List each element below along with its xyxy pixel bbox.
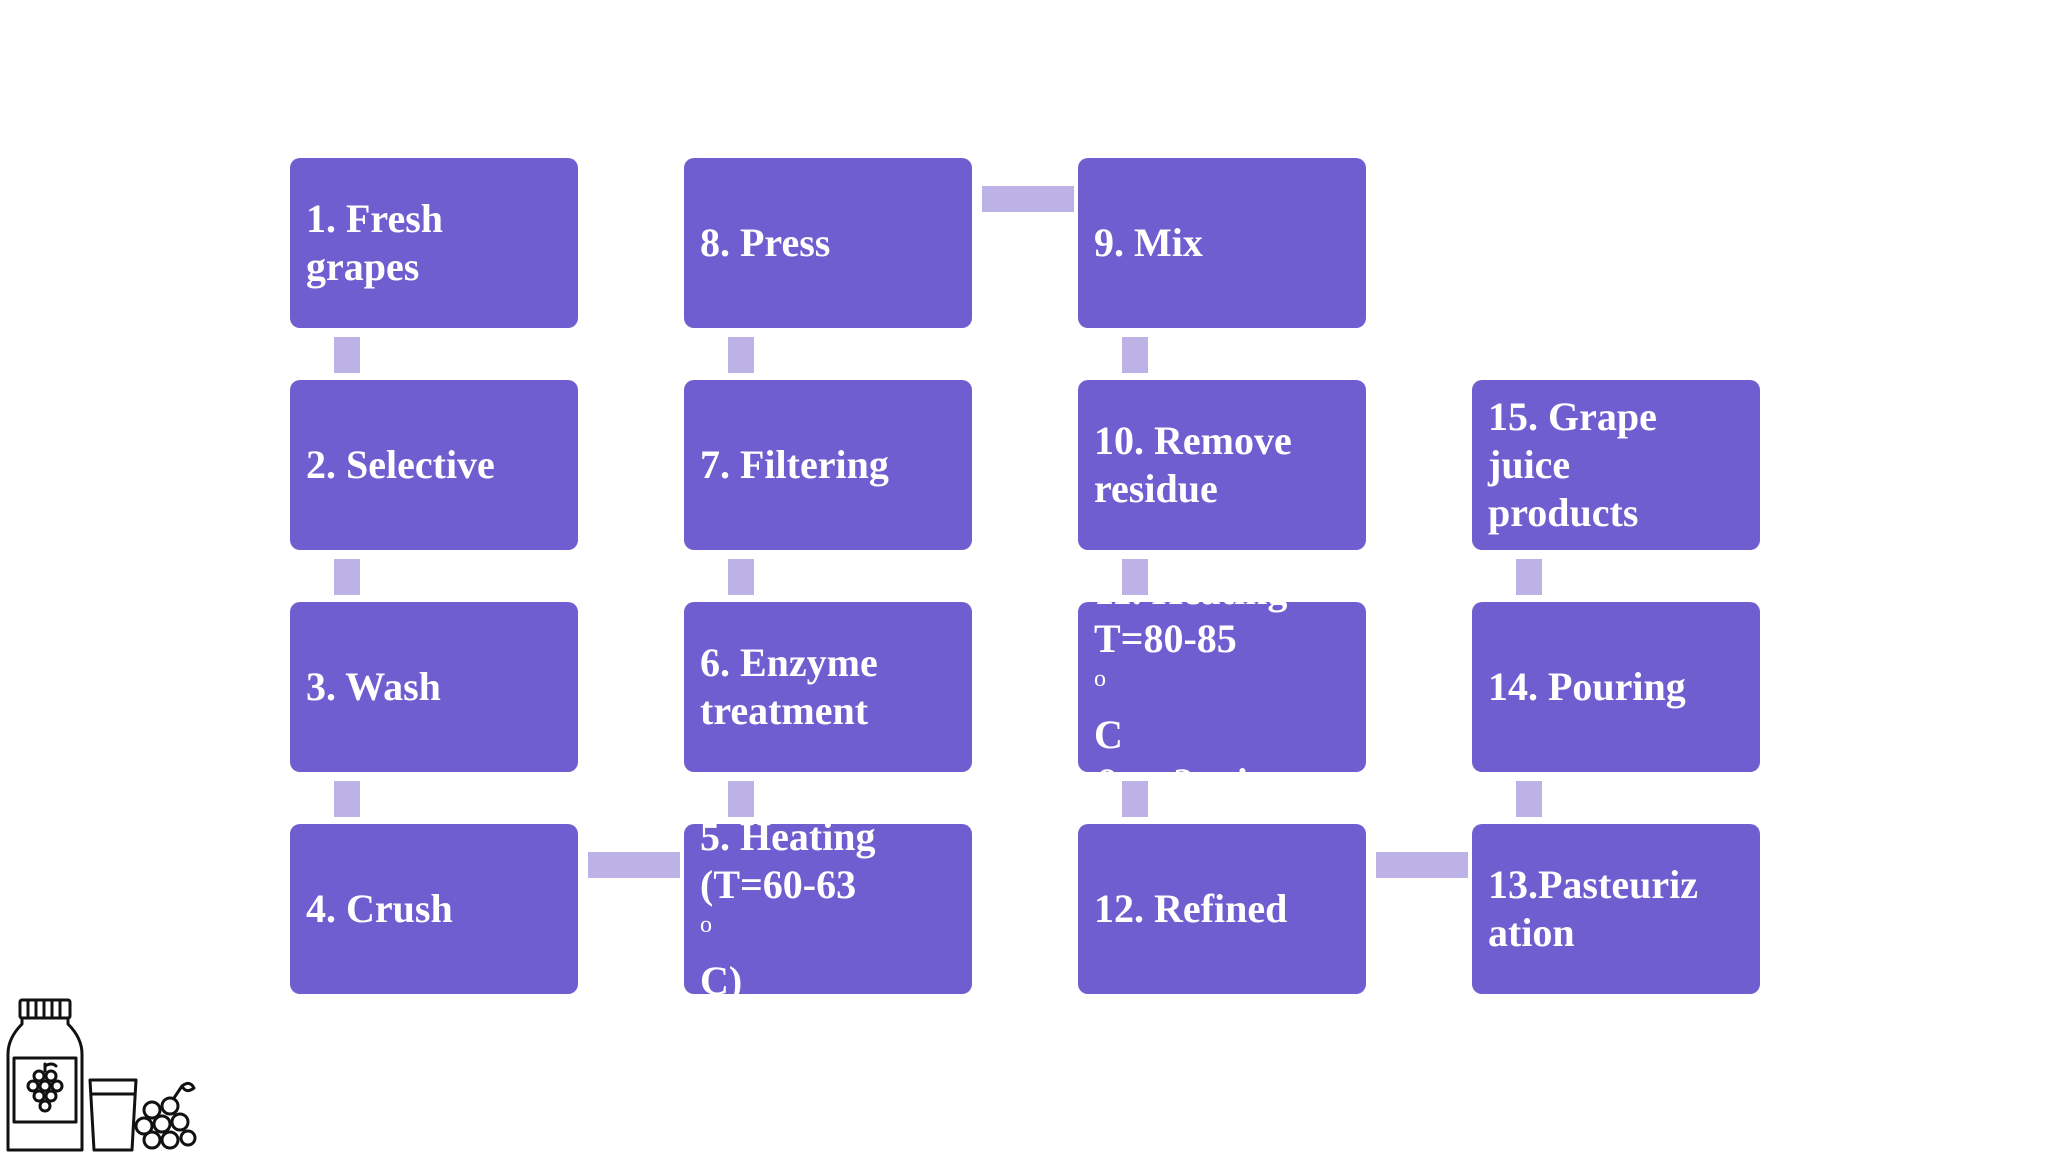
connector-2-3 [334,559,360,595]
grape-juice-bottle-glass-icon [6,998,197,1152]
step-label: 2. Selective [306,442,495,487]
step-label: juice [1488,442,1571,487]
step-label: 9. Mix [1094,220,1203,265]
step-7-filtering: 7. Filtering [684,380,972,550]
step-label: 15. Grape [1488,394,1657,439]
connector-1-2 [334,337,360,373]
step-1-fresh-grapes: 1. Fresh grapes [290,158,578,328]
step-label: 14. Pouring [1488,664,1686,709]
step-label: treatment [700,688,869,733]
connector-8-9 [982,186,1074,212]
step-12-refined: 12. Refined [1078,824,1366,994]
step-14-pouring: 14. Pouring [1472,602,1760,772]
connector-5-6 [728,781,754,817]
step-label: ation [1488,910,1575,955]
step-label: grapes [306,244,420,289]
step-9-mix: 9. Mix [1078,158,1366,328]
connector-4-5 [588,852,680,878]
degree-mark: o [1094,666,1106,692]
step-3-wash: 3. Wash [290,602,578,772]
connector-3-4 [334,781,360,817]
step-label: 10. Remove [1094,418,1292,463]
step-label: 12. Refined [1094,886,1288,931]
connector-6-7 [728,559,754,595]
step-label: 7. Filtering [700,442,889,487]
step-4-crush: 4. Crush [290,824,578,994]
step-15-grape-juice-products: 15. Grape juice products [1472,380,1760,550]
step-13-pasteurization: 13.Pasteuriz ation [1472,824,1760,994]
step-label: 3. Wash [306,664,441,709]
connector-12-13 [1376,852,1468,878]
connector-14-15 [1516,559,1542,595]
step-label: 5. Heating [700,814,876,859]
connector-11-12 [1122,781,1148,817]
step-label: products [1488,490,1639,535]
step-label: 8. Press [700,220,831,265]
step-6-enzyme-treatment: 6. Enzyme treatment [684,602,972,772]
degree-mark: o [700,912,712,938]
step-label: 1. Fresh [306,196,444,241]
step-10-remove-residue: 10. Remove residue [1078,380,1366,550]
step-2-selective: 2. Selective [290,380,578,550]
connector-13-14 [1516,781,1542,817]
step-label: 4. Crush [306,886,453,931]
temperature-text: (T=60-63 [700,862,857,907]
connector-9-10 [1122,337,1148,373]
step-label: 6. Enzyme [700,640,878,685]
temperature-text: T=80-85 [1094,616,1237,661]
temperature-unit: C [1094,712,1123,757]
connector-10-11 [1122,559,1148,595]
step-8-press: 8. Press [684,158,972,328]
temperature-unit: C) [700,958,743,1003]
step-label: 13.Pasteuriz [1488,862,1698,907]
connector-7-8 [728,337,754,373]
step-label: residue [1094,466,1218,511]
